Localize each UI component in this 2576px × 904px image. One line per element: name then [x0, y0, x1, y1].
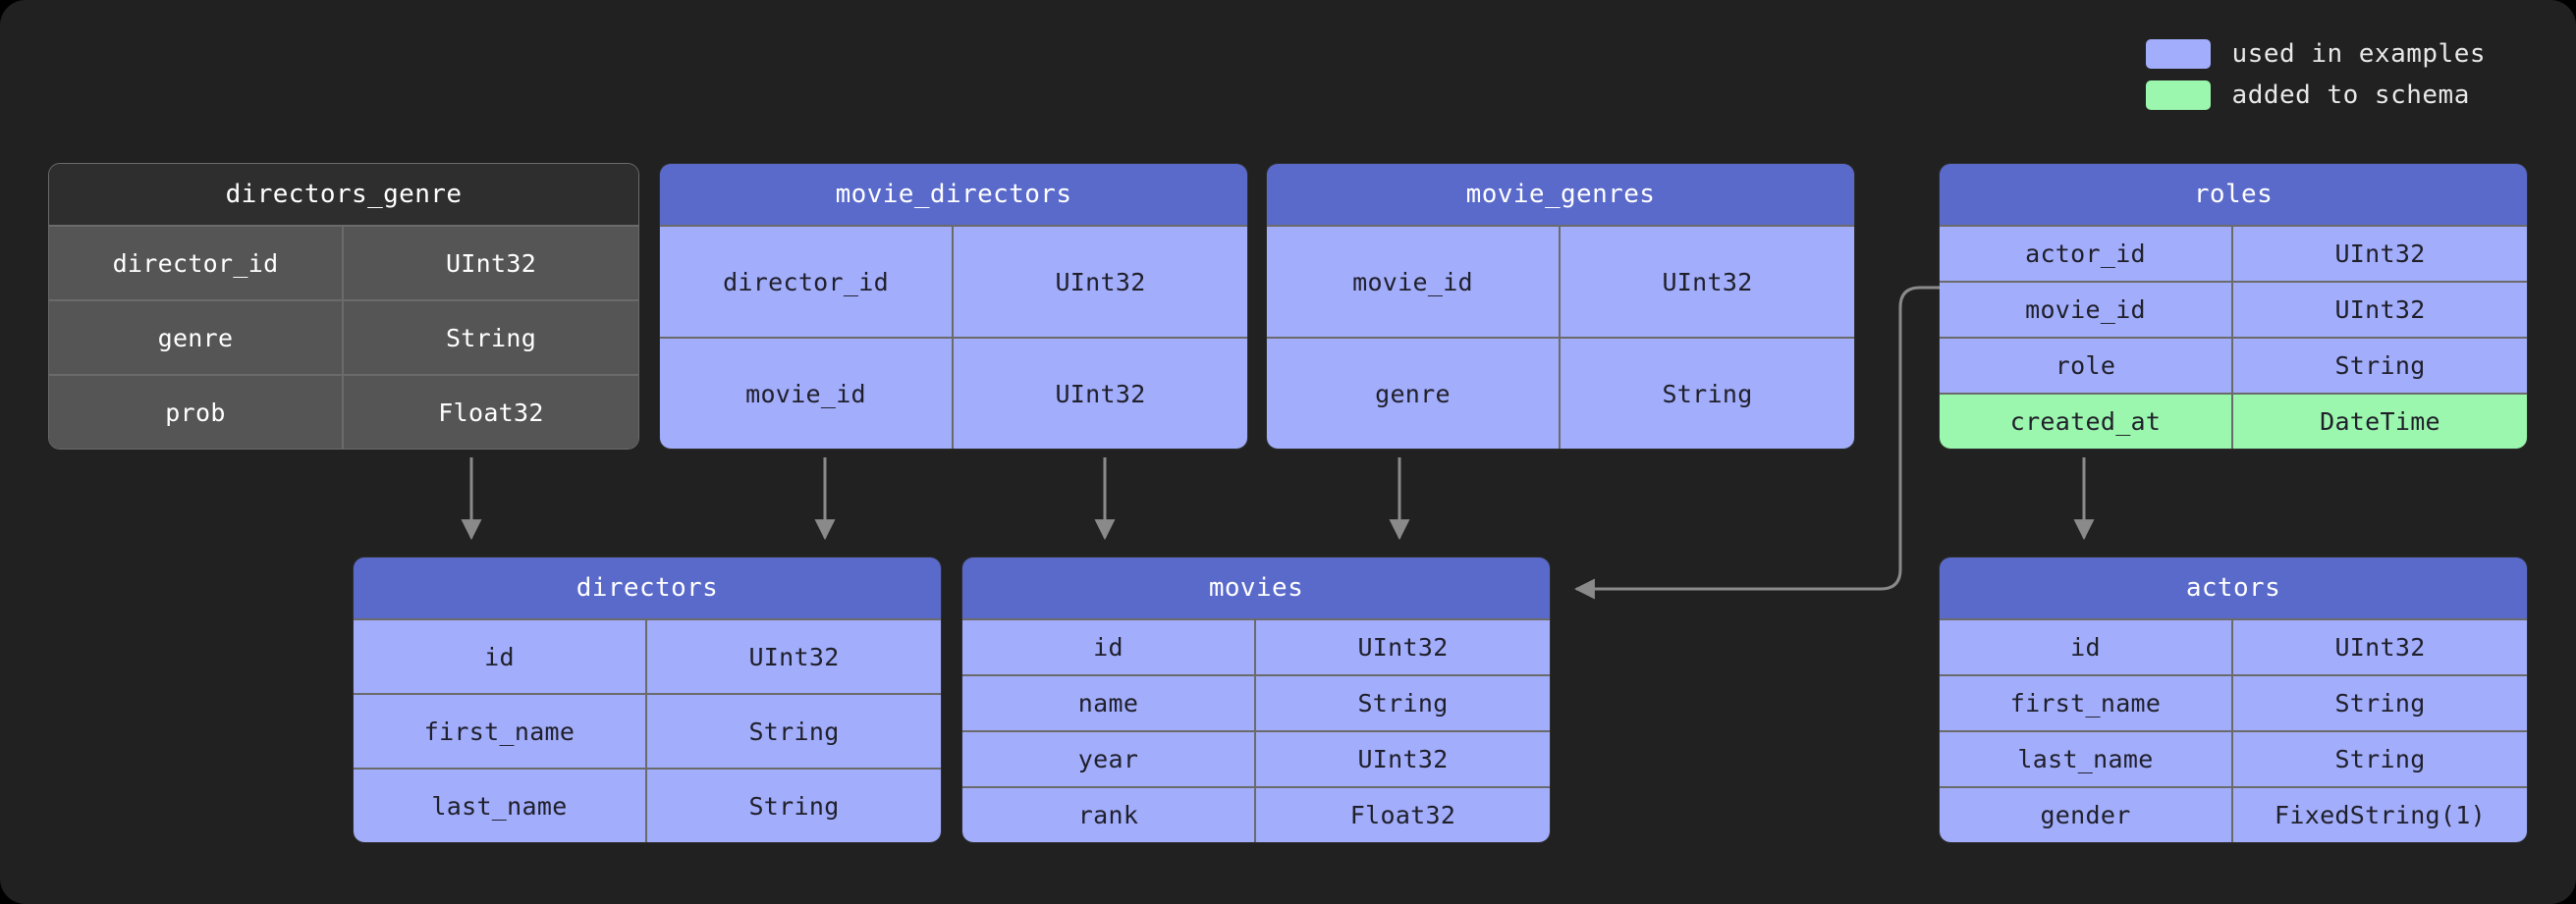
column-name-cell: last_name [354, 770, 647, 842]
cropped-text-right [1532, 899, 1546, 902]
column-name-cell: name [962, 676, 1256, 730]
table-row[interactable]: created_at DateTime [1940, 393, 2527, 449]
table-row[interactable]: director_id UInt32 [660, 225, 1247, 337]
column-name-cell: gender [1940, 788, 2233, 842]
table-row[interactable]: gender FixedString(1) [1940, 786, 2527, 842]
table-row[interactable]: year UInt32 [962, 730, 1550, 786]
column-type-cell: String [2334, 745, 2426, 773]
column-type-cell: String [1662, 379, 1753, 408]
column-name-cell: id [1940, 620, 2233, 674]
column-type-cell: String [1357, 689, 1449, 718]
column-type-cell: UInt32 [2334, 239, 2426, 268]
column-type-cell: UInt32 [1662, 267, 1753, 296]
table-row[interactable]: name String [962, 674, 1550, 730]
table-title: movies [962, 558, 1550, 618]
table-row[interactable]: id UInt32 [962, 618, 1550, 674]
column-name-cell: role [1940, 339, 2233, 393]
column-name-cell: movie_id [660, 339, 954, 449]
column-type-cell: UInt32 [1055, 267, 1146, 296]
table-row[interactable]: movie_id UInt32 [660, 337, 1247, 449]
column-type-cell: String [748, 717, 840, 746]
table-title: movie_directors [660, 164, 1247, 225]
table-title: directors_genre [49, 164, 638, 225]
column-type-cell: Float32 [1349, 801, 1456, 829]
table-row[interactable]: id UInt32 [354, 618, 941, 693]
table-row[interactable]: last_name String [354, 768, 941, 842]
column-type-cell: UInt32 [2334, 295, 2426, 324]
legend-item-added-to-schema: added to schema [2145, 80, 2486, 110]
column-name-cell: id [354, 620, 647, 693]
column-type-cell: String [748, 791, 840, 821]
table-title: movie_genres [1267, 164, 1854, 225]
column-type-cell: DateTime [2320, 407, 2440, 436]
column-name-cell: first_name [1940, 676, 2233, 730]
table-title: actors [1940, 558, 2527, 618]
column-name-cell: genre [1267, 339, 1561, 449]
column-type-cell: String [2334, 351, 2426, 380]
table-row[interactable]: actor_id UInt32 [1940, 225, 2527, 281]
table-row[interactable]: first_name String [354, 693, 941, 768]
column-type-cell: UInt32 [1357, 745, 1449, 773]
column-name-cell: movie_id [1267, 227, 1561, 337]
column-type-cell: UInt32 [445, 248, 537, 278]
column-name-cell: movie_id [1940, 283, 2233, 337]
column-name-cell: id [962, 620, 1256, 674]
table-row[interactable]: last_name String [1940, 730, 2527, 786]
legend: used in examples added to schema [2145, 39, 2486, 110]
table-title: directors [354, 558, 941, 618]
column-type-cell: String [2334, 689, 2426, 718]
table-row[interactable]: id UInt32 [1940, 618, 2527, 674]
table-row[interactable]: director_id UInt32 [49, 225, 638, 299]
column-type-cell: Float32 [438, 398, 544, 427]
table-row[interactable]: genre String [1267, 337, 1854, 449]
table-row[interactable]: prob Float32 [49, 374, 638, 449]
column-name-cell: prob [49, 376, 344, 449]
column-name-cell: created_at [1940, 395, 2233, 449]
table-row[interactable]: rank Float32 [962, 786, 1550, 842]
column-name-cell: genre [49, 301, 344, 374]
column-name-cell: director_id [49, 227, 344, 299]
column-type-cell: UInt32 [748, 642, 840, 671]
column-name-cell: year [962, 732, 1256, 786]
table-row[interactable]: movie_id UInt32 [1267, 225, 1854, 337]
column-name-cell: first_name [354, 695, 647, 768]
column-type-cell: UInt32 [1055, 379, 1146, 408]
column-name-cell: director_id [660, 227, 954, 337]
legend-swatch-used-in-examples [2145, 39, 2211, 69]
column-name-cell: actor_id [1940, 227, 2233, 281]
column-type-cell: String [445, 323, 537, 352]
column-name-cell: last_name [1940, 732, 2233, 786]
column-type-cell: FixedString(1) [2275, 801, 2486, 829]
column-type-cell: UInt32 [2334, 633, 2426, 662]
table-row[interactable]: first_name String [1940, 674, 2527, 730]
column-type-cell: UInt32 [1357, 633, 1449, 662]
table-row[interactable]: genre String [49, 299, 638, 374]
legend-item-used-in-examples: used in examples [2145, 39, 2486, 69]
legend-label-added-to-schema: added to schema [2231, 80, 2470, 110]
table-row[interactable]: movie_id UInt32 [1940, 281, 2527, 337]
bottom-cropped-text-strip [0, 899, 2576, 904]
cropped-text-left [383, 899, 397, 902]
legend-swatch-added-to-schema [2145, 80, 2211, 110]
table-row[interactable]: role String [1940, 337, 2527, 393]
table-title: roles [1940, 164, 2527, 225]
legend-label-used-in-examples: used in examples [2231, 39, 2486, 69]
column-name-cell: rank [962, 788, 1256, 842]
